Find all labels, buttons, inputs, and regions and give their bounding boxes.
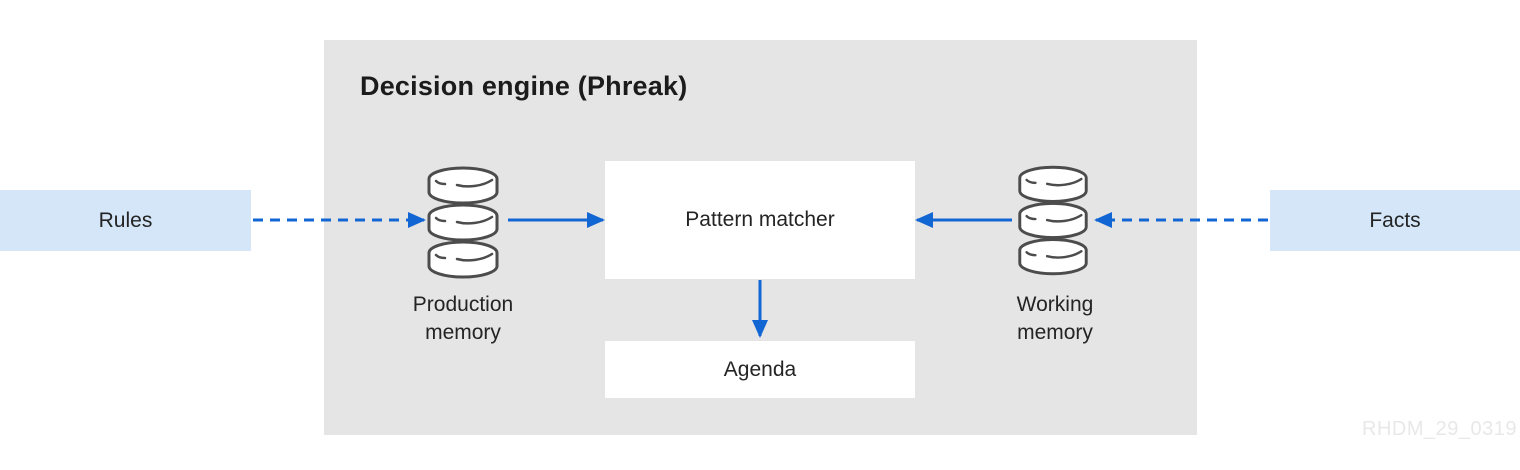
node-facts-label: Facts (1369, 208, 1421, 232)
node-rules-label: Rules (98, 208, 153, 232)
database-icon-working-memory (1018, 165, 1088, 276)
panel-title: Decision engine (Phreak) (360, 71, 688, 101)
watermark-label: RHDM_29_0319 (1362, 418, 1517, 440)
node-pattern-matcher: Pattern matcher (605, 161, 915, 279)
node-pattern-matcher-label: Pattern matcher (685, 208, 835, 231)
node-production-memory-label: Production memory (412, 293, 514, 344)
database-icon-production-memory (427, 166, 499, 279)
node-agenda: Agenda (605, 341, 915, 398)
node-agenda-label: Agenda (723, 357, 797, 381)
node-working-memory-label: Working memory (1016, 293, 1094, 344)
node-rules: Rules (0, 190, 251, 251)
node-facts: Facts (1270, 190, 1520, 251)
